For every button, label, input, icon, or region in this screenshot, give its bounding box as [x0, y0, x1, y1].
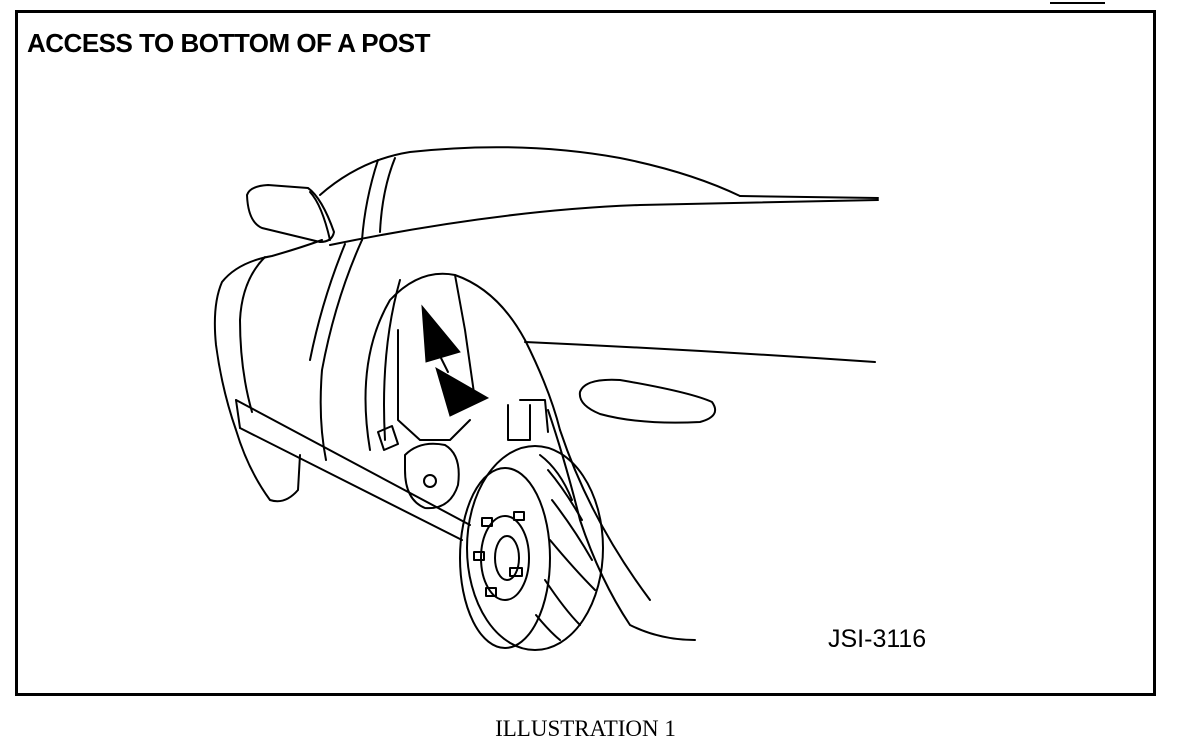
rocker-lower — [239, 427, 463, 541]
a-pillar-inner — [309, 243, 346, 361]
wheel-stud-4 — [509, 567, 523, 577]
rotor-fins — [535, 454, 596, 641]
side-mirror — [246, 184, 335, 243]
figure-caption: ILLUSTRATION 1 — [495, 716, 676, 741]
strut-body — [397, 329, 471, 441]
side-marker-lamp — [578, 378, 716, 424]
wheel-hub — [480, 515, 530, 601]
figure-frame — [15, 10, 1156, 696]
rocker-end — [235, 399, 241, 429]
wheel-well-liner — [454, 274, 476, 401]
fender-lower-edge — [547, 409, 696, 641]
wheel-stud-1 — [481, 517, 493, 527]
arrow-lower — [435, 366, 490, 417]
wheel-stud-5 — [485, 587, 497, 597]
mirror-stalk — [309, 191, 331, 241]
roof-line — [319, 146, 741, 197]
door-front-edge — [213, 239, 323, 503]
wheel-well-inner — [383, 279, 401, 441]
door-inner-edge — [239, 256, 266, 413]
knuckle-bolt — [423, 474, 437, 488]
hood-upper-line — [739, 195, 879, 199]
windshield-inner — [361, 159, 379, 241]
wheel-stud-3 — [473, 551, 485, 561]
figure-code: JSI-3116 — [828, 625, 927, 653]
rocker-upper — [235, 399, 471, 526]
arrow-upper-lead — [431, 339, 449, 373]
hood-crease — [329, 199, 879, 246]
brake-rotor-face — [459, 467, 551, 649]
wheel-stud-2 — [513, 511, 525, 521]
bracket — [507, 404, 531, 441]
a-pillar-outer — [319, 239, 363, 461]
page-edge-mark — [1050, 2, 1105, 4]
fender-crease — [524, 341, 876, 363]
fender-front-edge — [559, 429, 651, 601]
figure-title: ACCESS TO BOTTOM OF A POST — [27, 28, 431, 58]
arrow-upper — [421, 304, 461, 363]
strut-detail — [377, 425, 399, 451]
windshield-pillar — [379, 157, 396, 233]
suspension-knuckle — [404, 442, 460, 510]
brake-rotor-outer — [466, 445, 604, 651]
bracket-2 — [519, 399, 549, 433]
hub-center — [494, 535, 520, 581]
